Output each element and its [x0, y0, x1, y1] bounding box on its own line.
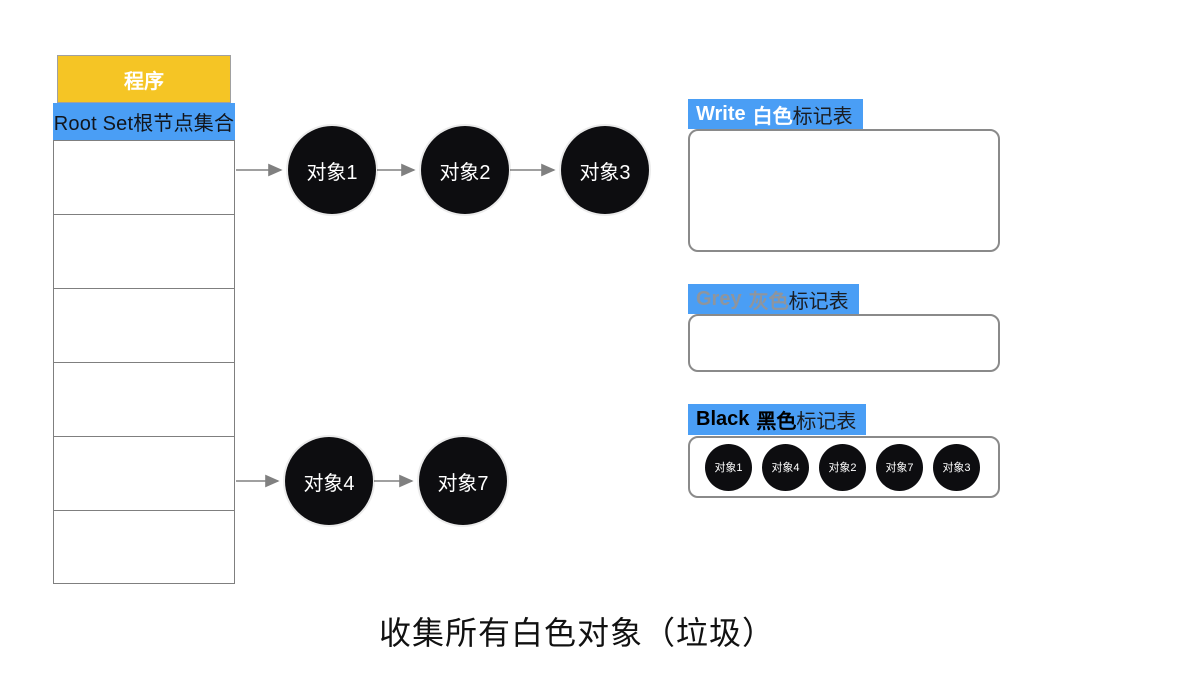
- root-set-table: [53, 140, 235, 584]
- black-mark-en-label: Black: [696, 408, 750, 430]
- object-node-2: 对象2: [421, 126, 509, 214]
- white-mark-table-box: [688, 129, 1000, 252]
- grey-mark-table-box: [688, 314, 1000, 372]
- black-table-node: 对象4: [762, 443, 809, 491]
- root-set-row: [54, 289, 234, 363]
- program-label: 程序: [124, 70, 164, 93]
- object-node-7: 对象7: [419, 437, 507, 525]
- black-table-node: 对象2: [819, 443, 866, 491]
- root-set-row: [54, 363, 234, 437]
- root-set-label: Root Set根节点集合: [53, 103, 235, 140]
- root-set-row: [54, 141, 234, 215]
- object-node-3: 对象3: [561, 126, 649, 214]
- root-set-row: [54, 437, 234, 511]
- white-mark-table-label: Write 白色 标记表: [688, 99, 863, 129]
- grey-mark-table-label: Grey 灰色 标记表: [688, 284, 859, 314]
- black-mark-table-label: Black 黑色 标记表: [688, 404, 867, 435]
- object-node-4: 对象4: [285, 437, 373, 525]
- black-table-node: 对象1: [705, 443, 752, 491]
- object-node-1: 对象1: [288, 126, 376, 214]
- black-mark-table-box: 对象1 对象4 对象2 对象7 对象3: [688, 436, 1000, 498]
- white-mark-color-word: 白色: [752, 105, 793, 128]
- black-mark-suffix: 标记表: [796, 411, 857, 433]
- white-mark-suffix: 标记表: [792, 105, 853, 128]
- caption: 收集所有白色对象（垃圾）: [378, 615, 776, 651]
- grey-mark-en-label: Grey: [696, 287, 742, 310]
- black-table-node: 对象3: [933, 443, 980, 491]
- grey-mark-color-word: 灰色: [748, 290, 789, 313]
- grey-mark-suffix: 标记表: [788, 290, 849, 313]
- white-mark-en-label: Write: [696, 102, 746, 125]
- root-set-row: [54, 215, 234, 289]
- program-box: 程序: [57, 55, 231, 103]
- black-table-node: 对象7: [876, 443, 923, 491]
- black-mark-color-word: 黑色: [756, 411, 797, 433]
- root-set-row: [54, 511, 234, 585]
